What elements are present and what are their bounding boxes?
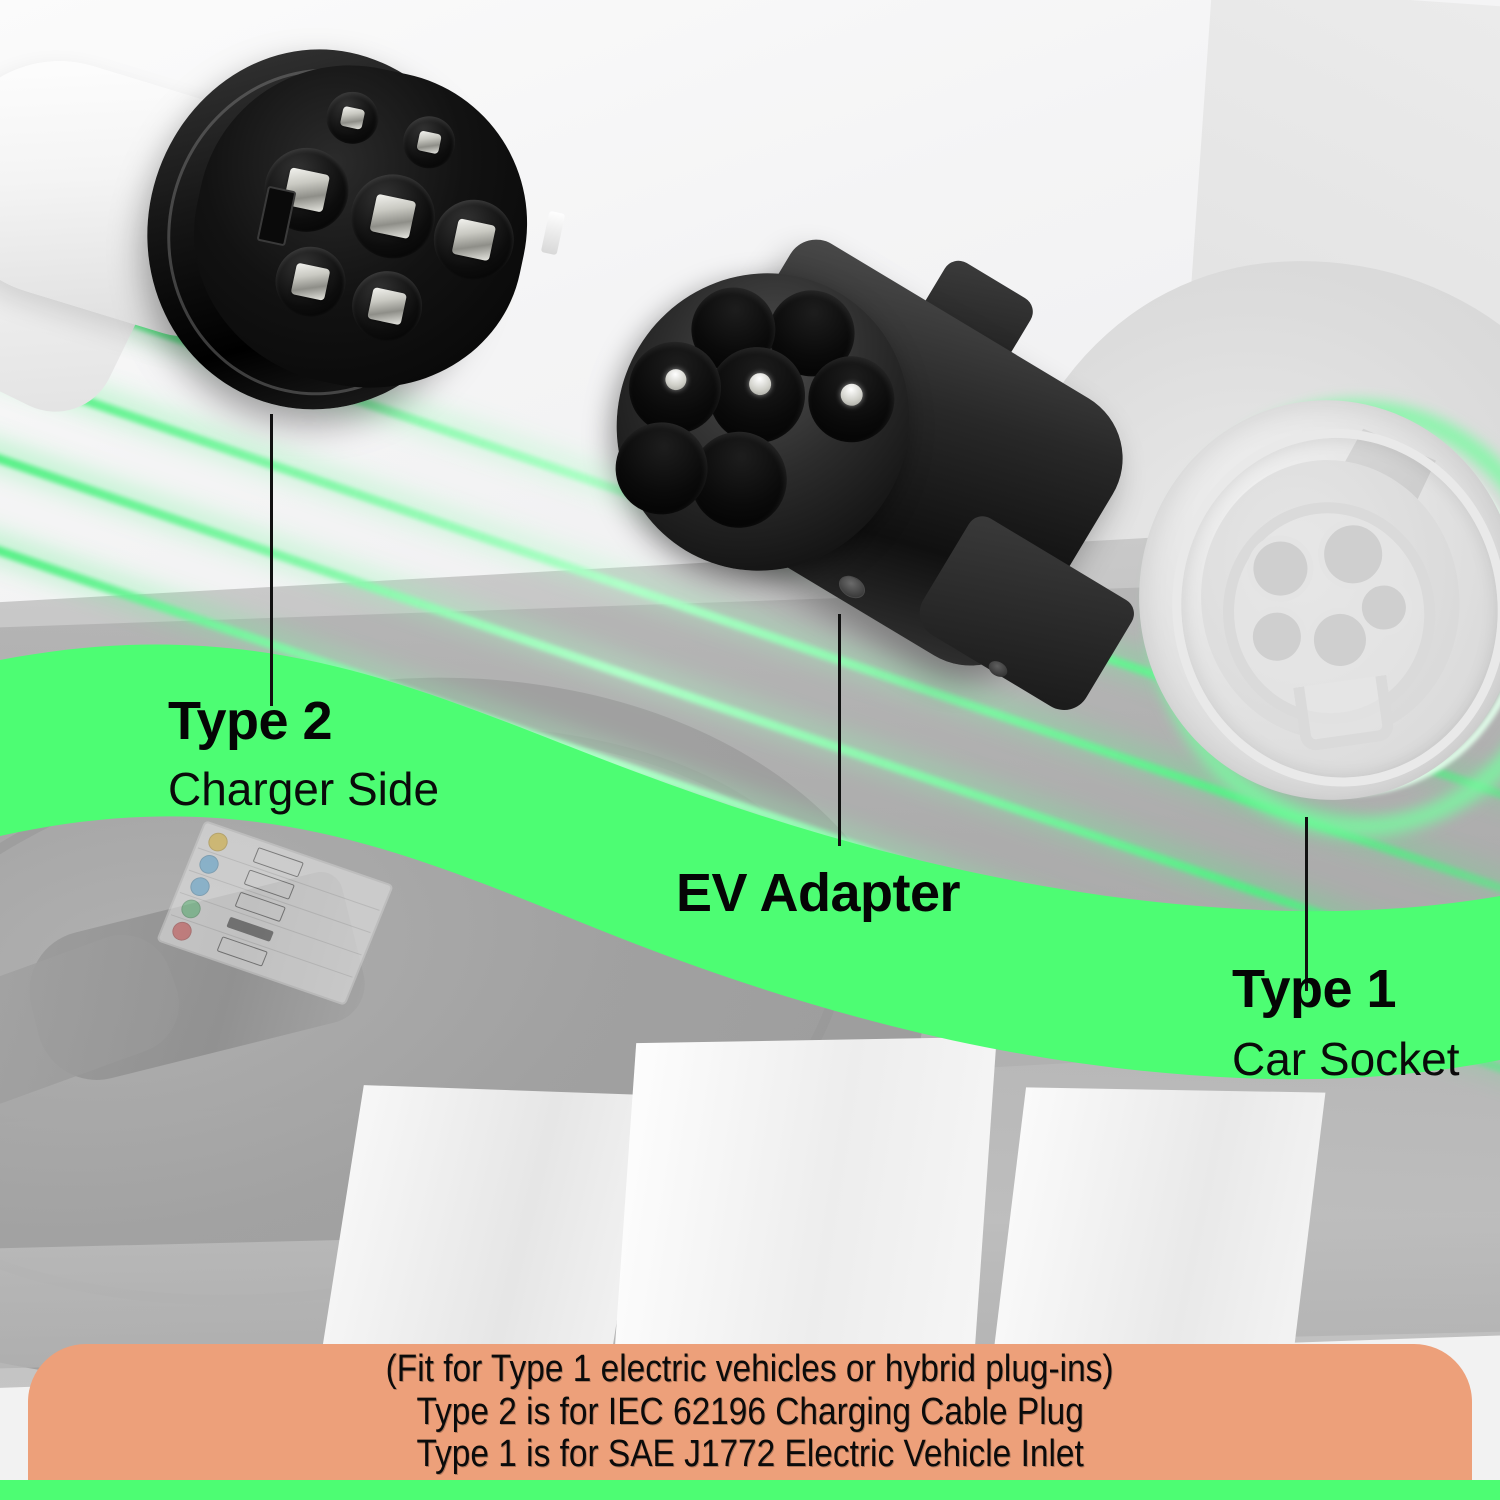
adapter-contact-dot — [661, 365, 691, 394]
pin-contact — [290, 262, 331, 301]
label-type2-subtitle: Charger Side — [168, 763, 440, 815]
adapter-contact-dot — [836, 379, 867, 410]
label-adapter: EV Adapter — [676, 863, 961, 923]
leader-line-adapter — [838, 614, 841, 846]
label-type1: Type 1 Car Socket — [1232, 962, 1460, 1082]
pin-l3 — [345, 264, 429, 348]
pin-contact — [369, 193, 417, 240]
footer-line-2: Type 2 is for IEC 62196 Charging Cable P… — [416, 1390, 1084, 1433]
footer-line-1: (Fit for Type 1 electric vehicles or hyb… — [386, 1348, 1114, 1391]
footer-line-3: Type 1 is for SAE J1772 Electric Vehicle… — [416, 1433, 1084, 1476]
inlet-hole-l1 — [1243, 531, 1318, 606]
inlet-hole-pe — [1243, 602, 1311, 671]
leader-line-type1 — [1305, 817, 1308, 991]
pin-n — [343, 166, 443, 267]
pin-pe — [426, 192, 522, 288]
pin-contact — [416, 130, 442, 155]
pin-cp — [321, 87, 384, 149]
pin-contact — [339, 105, 366, 130]
adapter-contact-dot — [745, 369, 776, 400]
ev-adapter-body — [561, 218, 1149, 730]
leader-line-type2 — [270, 414, 273, 706]
label-type1-title: Type 1 — [1232, 959, 1397, 1019]
type-2-connector — [0, 12, 640, 448]
footer-green-strip — [0, 1480, 1500, 1500]
label-type2-title: Type 2 — [168, 691, 333, 751]
pin-pp — [398, 111, 460, 174]
label-type1-subtitle: Car Socket — [1232, 1033, 1460, 1085]
pin-l2 — [269, 240, 353, 324]
plug-key-tab — [540, 210, 566, 256]
label-adapter-title: EV Adapter — [676, 863, 961, 923]
pin-contact — [451, 218, 497, 262]
type-1-car-inlet — [1102, 364, 1500, 845]
label-type2: Type 2 Charger Side — [168, 694, 439, 812]
j1772-outline-tab — [1293, 674, 1396, 753]
pin-contact — [367, 286, 408, 326]
footer-caption-panel: (Fit for Type 1 electric vehicles or hyb… — [28, 1344, 1472, 1480]
